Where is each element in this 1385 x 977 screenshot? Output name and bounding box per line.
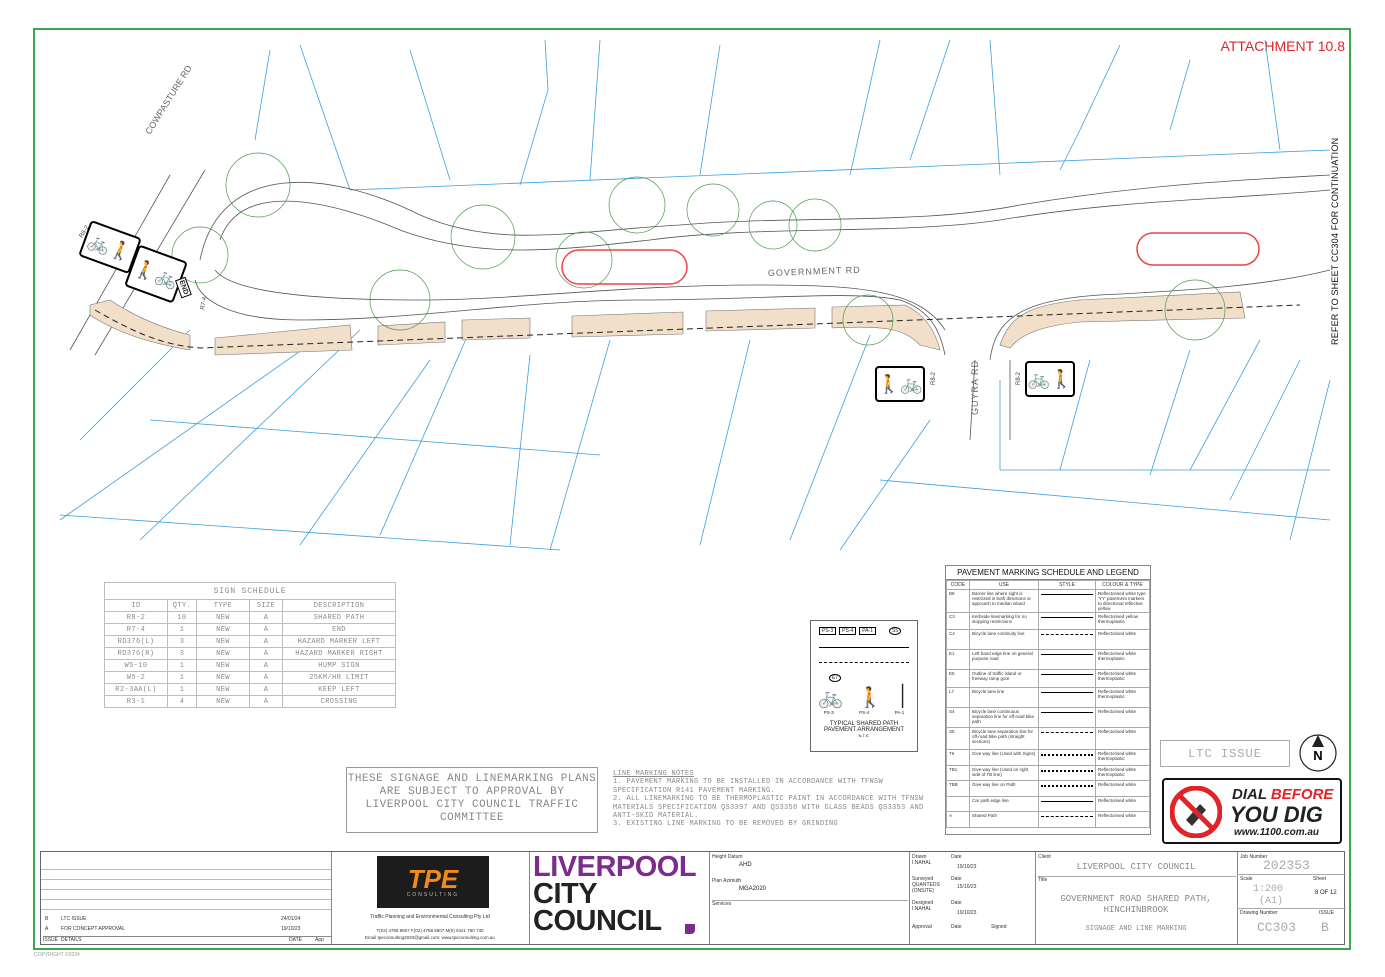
sign-schedule: SIGN SCHEDULE ID QTY. TYPE SIZE DESCRIPT… — [104, 582, 396, 708]
drawing-subtitle: SIGNAGE AND LINE MARKING — [1085, 925, 1187, 933]
shared-path-sign-icon: 🚶🚲 — [875, 366, 925, 402]
pavement-marking-legend: PAVEMENT MARKING SCHEDULE AND LEGEND COD… — [945, 565, 1151, 835]
dial-text: DIAL — [1232, 786, 1267, 803]
pole-icon: │ — [897, 685, 910, 707]
sign-code-r8-2-a: R8-2 — [931, 371, 937, 385]
job-panel: Job Number 202353 Scale 1:200 (A1) Sheet… — [1237, 852, 1346, 944]
pedestrian-icon: 🚶 — [857, 687, 883, 709]
scale: 1:200 — [1253, 884, 1284, 895]
north-arrow-icon: N — [1298, 733, 1338, 773]
road-label-guyra: GUYRA RD — [970, 360, 980, 415]
notes-title: LINE MARKING NOTES — [613, 770, 695, 778]
copyright: COPYRIGHT ©2024 — [34, 952, 80, 958]
red-islands — [561, 232, 1260, 285]
trees — [171, 152, 1226, 346]
before-text: BEFORE — [1270, 786, 1334, 803]
drawing-number: CC303 — [1257, 920, 1297, 935]
road-label-cowpasture: COWPASTURE RD — [143, 63, 194, 136]
legend-title: PAVEMENT MARKING SCHEDULE AND LEGEND — [946, 566, 1150, 580]
datum-panel: Height Datum AHD Plan Azimuth MGA2020 Se… — [709, 852, 910, 944]
project-title: GOVERNMENT ROAD SHARED PATH, — [1060, 894, 1212, 904]
attachment-label: ATTACHMENT 10.8 — [1220, 38, 1345, 54]
shared-path-sign-icon: 🚲🚶 — [1025, 361, 1075, 397]
pictogram-icons: 🚲 🚶 │ — [811, 685, 917, 710]
property-boundaries — [59, 39, 1331, 551]
no-dig-icon — [1170, 786, 1222, 838]
council-mark-icon — [685, 924, 695, 934]
path-diagram — [819, 647, 909, 663]
centreline — [94, 304, 1301, 349]
dial-url: www.1100.com.au — [1234, 827, 1320, 838]
approval-note: THESE SIGNAGE AND LINEMARKING PLANS ARE … — [346, 767, 598, 833]
issue-letter: B — [1321, 920, 1329, 935]
drawing-frame — [33, 28, 1351, 950]
note-item: 3. EXISTING LINE MARKING TO BE REMOVED B… — [613, 820, 839, 829]
line-marking-notes: LINE MARKING NOTES 1. PAVEMENT MARKING T… — [613, 770, 943, 829]
job-number: 202353 — [1263, 858, 1310, 873]
ltc-issue-stamp: LTC ISSUE — [1160, 740, 1290, 767]
sign-code-r8-2-b: R8-2 — [1016, 371, 1022, 385]
svg-text:N: N — [1313, 748, 1322, 763]
sheet-number: 8 OF 12 — [1315, 890, 1337, 896]
note-item: 1. PAVEMENT MARKING TO BE INSTALLED IN A… — [613, 778, 884, 795]
drafting-panel: Drawn I.NAHAL Date 19/10/23 Surveyed QUA… — [909, 852, 1036, 944]
dial-before-you-dig-logo: DIAL BEFORE YOU DIG www.1100.com.au — [1162, 778, 1342, 844]
tpe-logo: TPE CONSULTING — [377, 856, 489, 908]
scale-paper: (A1) — [1259, 896, 1284, 907]
project-location: HINCHINBROOK — [1103, 905, 1169, 915]
sign-schedule-header: ID QTY. TYPE SIZE DESCRIPTION — [104, 599, 396, 612]
consultant-panel: TPE CONSULTING Traffic Planning and Envi… — [331, 852, 530, 944]
you-dig-text: YOU DIG — [1230, 802, 1323, 827]
road-kerbs — [69, 169, 1331, 441]
council-logo: LIVERPOOL CITY COUNCIL — [529, 852, 710, 944]
client-name: LIVERPOOL CITY COUNCIL — [1076, 862, 1196, 872]
bicycle-icon: 🚲 — [818, 687, 844, 709]
note-item: 2. ALL LINEMARKING TO BE THERMOPLASTIC P… — [613, 795, 924, 821]
sign-schedule-title: SIGN SCHEDULE — [104, 582, 396, 600]
project-title-panel: Client LIVERPOOL CITY COUNCIL Title GOVE… — [1035, 852, 1238, 944]
road-label-government: GOVERNMENT RD — [768, 265, 861, 278]
sign-code-r7-4: R7-4 — [200, 296, 208, 311]
site-plan: COWPASTURE RD GOVERNMENT RD GUYRA RD R7-… — [59, 39, 1331, 551]
shared-path — [89, 291, 1246, 356]
